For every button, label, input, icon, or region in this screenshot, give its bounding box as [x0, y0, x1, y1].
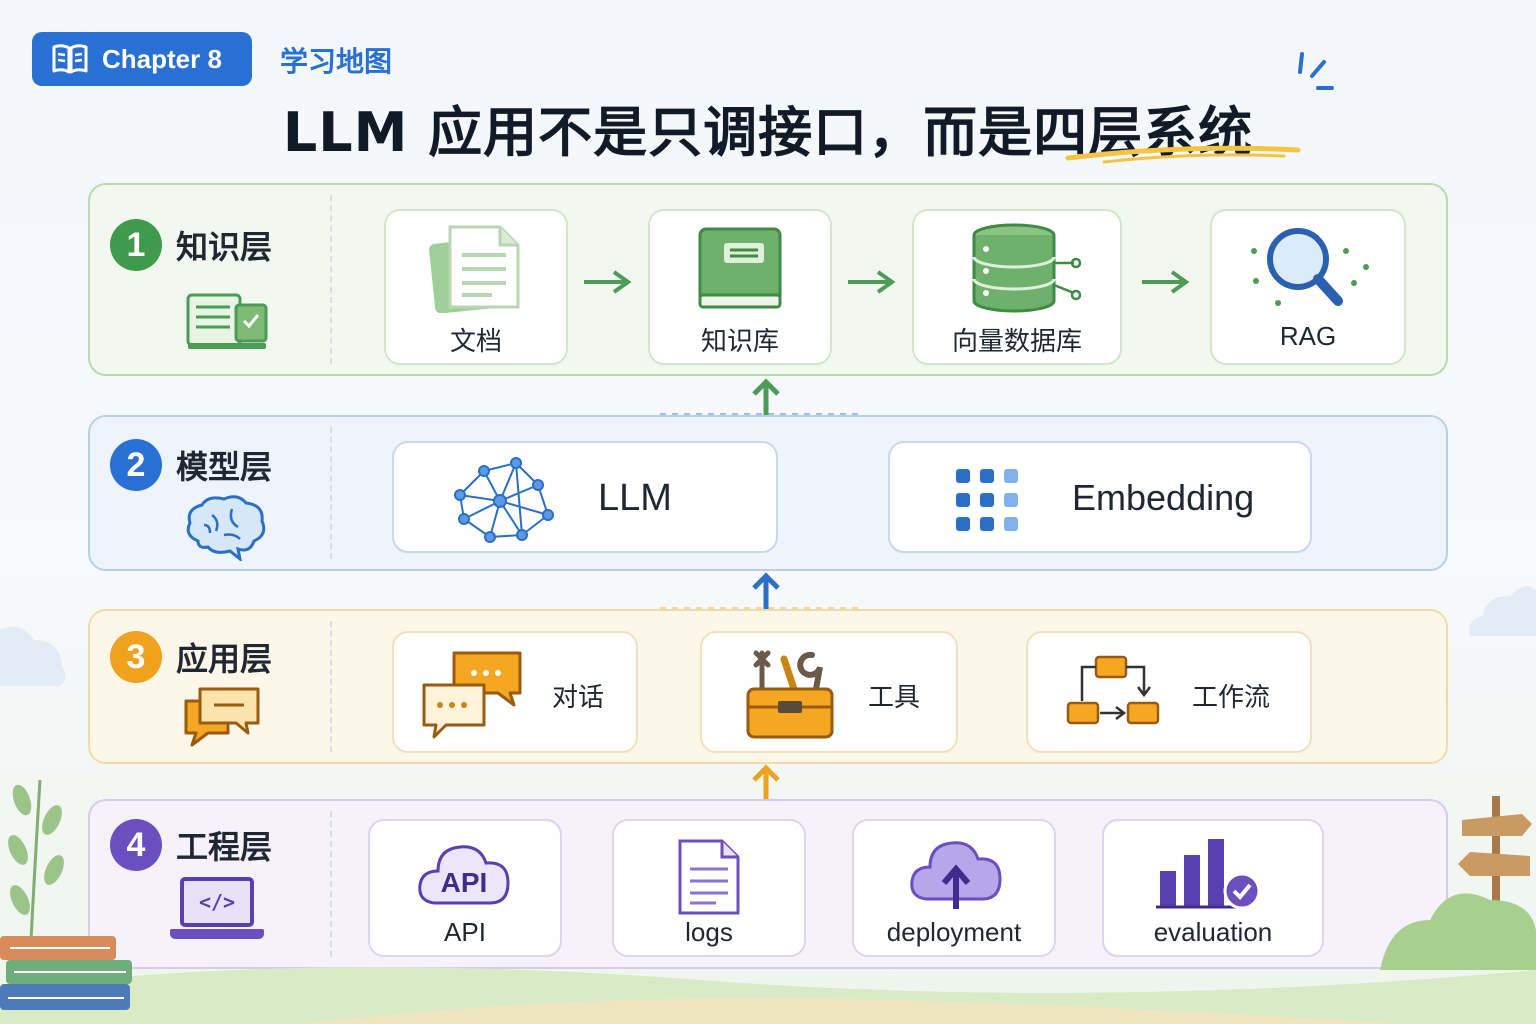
layer-model: 2 模型层 LLM	[88, 415, 1448, 571]
item-card-knowledge-base[interactable]: 知识库	[648, 209, 832, 365]
ground-decoration	[0, 967, 1536, 1024]
item-card-embedding[interactable]: Embedding	[888, 441, 1312, 553]
layer-divider	[330, 621, 332, 752]
network-icon	[454, 457, 554, 543]
bush-decoration	[1380, 893, 1536, 970]
cloud-upload-icon	[910, 841, 1002, 909]
log-file-icon	[678, 839, 740, 915]
workflow-icon	[1066, 655, 1160, 725]
connector-arrow-up	[660, 572, 860, 610]
item-card-tools[interactable]: 工具	[700, 631, 958, 753]
layer-name: 应用层	[176, 640, 273, 678]
brain-icon	[186, 495, 266, 561]
cloud-decoration	[1469, 586, 1536, 636]
layer-divider	[330, 427, 332, 559]
book-icon	[186, 293, 268, 349]
code-symbol: </>	[180, 877, 254, 927]
layer-engineering: 4 工程层 </> API API logs	[88, 799, 1448, 969]
item-label: 工具	[868, 683, 921, 713]
item-card-document[interactable]: 文档	[384, 209, 568, 365]
item-card-deployment[interactable]: deployment	[852, 819, 1056, 957]
arrow-right-icon	[1142, 270, 1190, 294]
item-label: 工作流	[1192, 683, 1271, 713]
layer-name: 工程层	[176, 828, 273, 866]
item-label: Embedding	[1072, 477, 1255, 518]
database-icon	[972, 223, 1082, 313]
laptop-code-icon: </>	[170, 877, 264, 941]
knowledge-book-icon	[698, 227, 782, 309]
item-label: RAG	[1279, 321, 1337, 351]
connector-arrow-up	[660, 764, 860, 802]
layer-header: 1 知识层	[110, 219, 272, 271]
item-card-api[interactable]: API API	[368, 819, 562, 957]
toolbox-icon	[746, 650, 834, 739]
cloud-api-icon: API	[416, 839, 512, 907]
arrow-right-icon	[584, 270, 632, 294]
layer-number: 4	[110, 819, 162, 871]
item-label: 向量数据库	[951, 327, 1082, 357]
layer-application: 3 应用层 对话 工具	[88, 609, 1448, 764]
book-icon	[52, 44, 88, 74]
chat-icon	[422, 651, 522, 739]
api-icon-text: API	[440, 867, 488, 898]
sparkle-decoration	[1298, 52, 1334, 90]
item-card-evaluation[interactable]: evaluation	[1102, 819, 1324, 957]
item-card-llm[interactable]: LLM	[392, 441, 778, 553]
book-stack-decoration	[0, 936, 132, 1010]
magnifier-icon	[1251, 228, 1369, 306]
badge-label: Chapter 8	[102, 43, 222, 74]
item-label: 文档	[449, 327, 502, 357]
item-label: 知识库	[700, 327, 779, 357]
layer-divider	[330, 195, 332, 364]
item-label: deployment	[886, 917, 1022, 947]
document-icon	[429, 225, 520, 313]
layer-number: 2	[110, 439, 162, 491]
item-card-rag[interactable]: RAG	[1210, 209, 1406, 365]
layer-knowledge: 1 知识层 文档 知识库	[88, 183, 1448, 376]
arrow-right-icon	[848, 270, 896, 294]
bar-chart-icon	[1156, 839, 1261, 910]
layer-divider	[330, 811, 332, 957]
item-card-logs[interactable]: logs	[612, 819, 806, 957]
item-label: logs	[685, 917, 733, 947]
item-label: API	[444, 917, 486, 947]
connector-arrow-up	[660, 378, 860, 416]
item-label: evaluation	[1153, 917, 1273, 947]
layer-name: 模型层	[176, 448, 273, 486]
layer-number: 1	[110, 219, 162, 271]
cloud-decoration	[0, 626, 66, 686]
item-label: LLM	[598, 477, 672, 519]
signpost-decoration	[1458, 796, 1532, 946]
item-card-dialog[interactable]: 对话	[392, 631, 638, 753]
chapter-badge: Chapter 8	[32, 32, 252, 86]
page-subtitle: 学习地图	[280, 45, 393, 78]
grid-icon	[956, 469, 1018, 531]
item-label: 对话	[552, 683, 605, 713]
layer-header: 3 应用层	[110, 631, 272, 683]
layer-header: 4 工程层	[110, 819, 272, 871]
chat-icon	[184, 687, 260, 747]
title-underline-decoration	[1065, 145, 1301, 164]
layer-name: 知识层	[176, 228, 273, 266]
item-card-vector-database[interactable]: 向量数据库	[912, 209, 1122, 365]
layer-header: 2 模型层	[110, 439, 272, 491]
item-card-workflow[interactable]: 工作流	[1026, 631, 1312, 753]
layer-number: 3	[110, 631, 162, 683]
